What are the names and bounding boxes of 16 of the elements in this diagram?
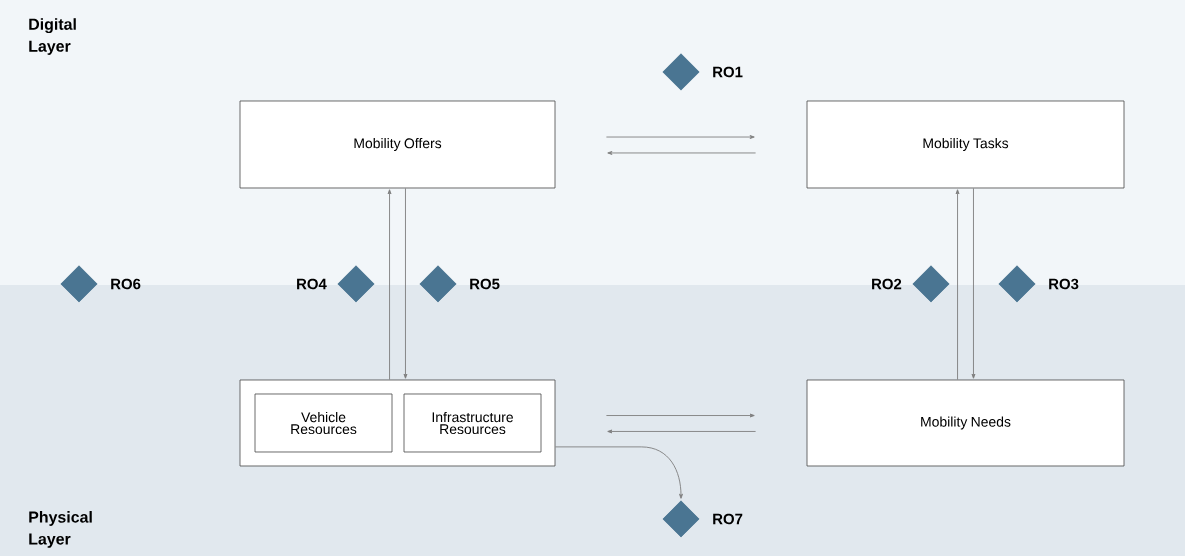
- arrow: [605, 135, 755, 139]
- marker-label: RO7: [713, 513, 743, 525]
- arrow: [387, 189, 392, 381]
- arrow: [403, 187, 408, 379]
- process-box: Mobility Tasks: [806, 100, 1125, 189]
- arrow: [607, 151, 757, 155]
- arrow: [971, 187, 976, 379]
- process-box: Infrastructure Resources: [403, 393, 542, 453]
- process-box: Mobility Needs: [806, 379, 1125, 467]
- marker-label: RO1: [713, 66, 743, 78]
- process-box: Vehicle Resources: [254, 393, 393, 453]
- process-box: Mobility Offers: [239, 100, 556, 189]
- arrow: [605, 413, 755, 418]
- arrow: [554, 446, 683, 499]
- arrow: [607, 429, 757, 434]
- arrow: [955, 189, 960, 381]
